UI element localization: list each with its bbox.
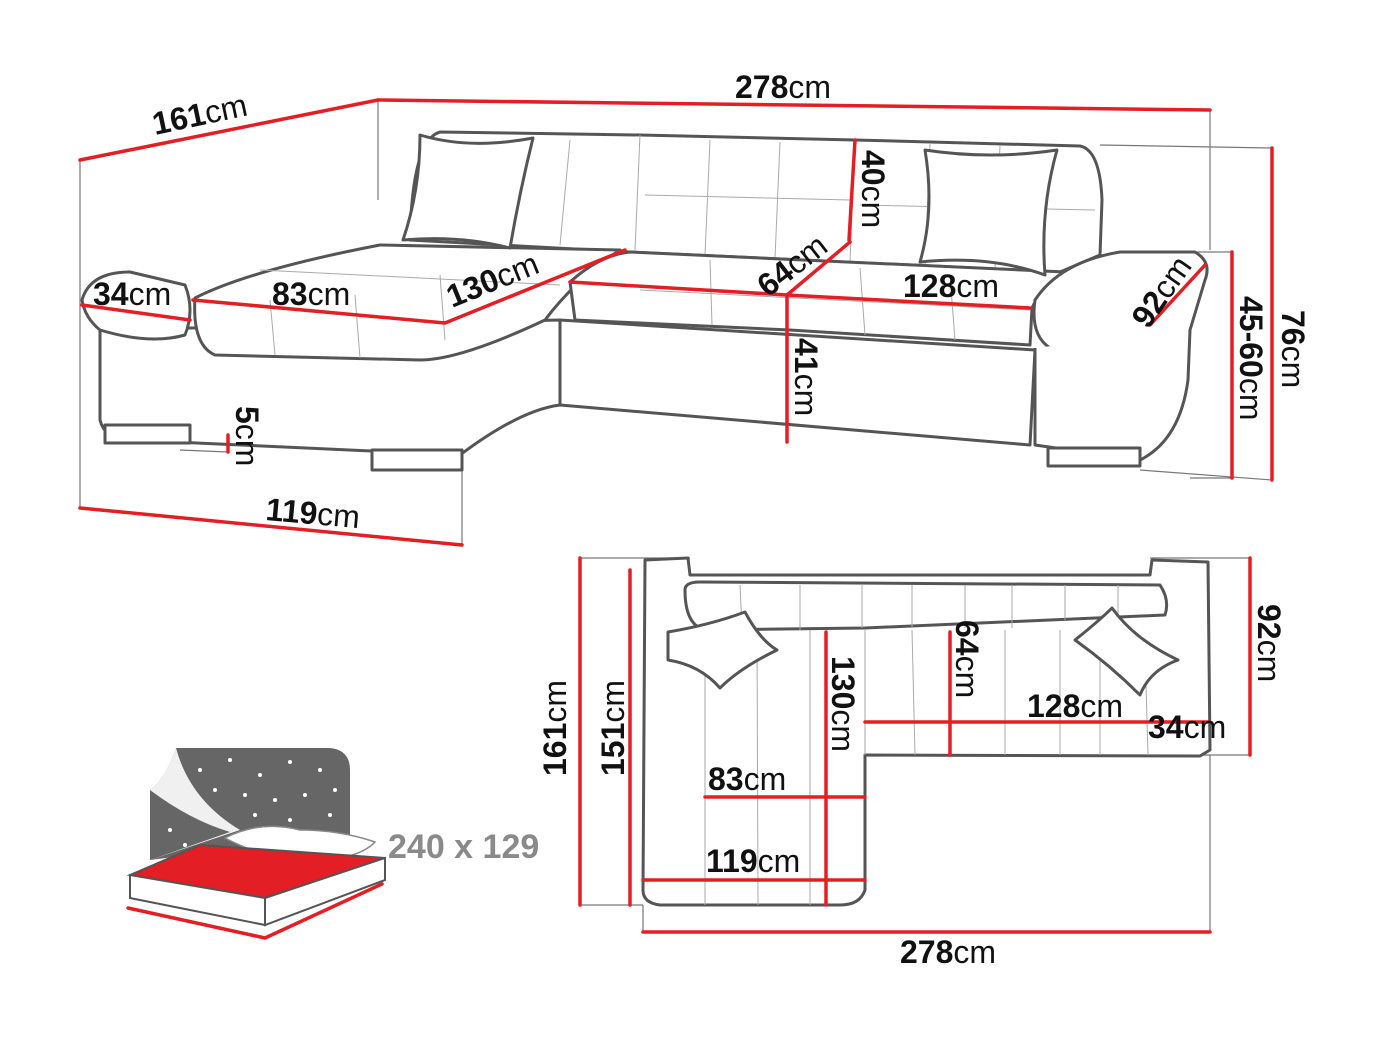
top-depth-inner-label: 151cm [595,680,631,776]
dim-backrest-height-label: 40cm [855,150,891,228]
pillow-left [401,133,535,250]
top-seat-depth-label: 64cm [949,620,985,698]
sofa-top-view [580,556,1250,932]
dim-armrest-height-label: 45-60cm [1233,296,1269,421]
dim-total-height-label: 76cm [1275,310,1311,388]
chaise-cushion [193,243,622,362]
top-pillow-left [666,610,779,690]
stars [168,758,337,847]
top-pillow-right [1073,606,1180,697]
pillow-right [918,148,1059,277]
dim-depth-label: 161cm [149,87,250,142]
dim-chaise-total-label: 119cm [264,491,361,535]
leg [1046,446,1142,468]
top-chaise-width-label: 83cm [708,761,786,797]
guide-lines [79,100,1273,545]
top-width-label: 278cm [900,934,996,970]
left-armrest [80,270,192,341]
bed-size-label: 240 x 129 [388,828,539,866]
top-view-outline [641,556,1212,907]
bed-function-icon [126,748,386,940]
dim-seat-height-label: 41cm [788,338,824,416]
top-chaise-length-label: 130cm [825,656,861,752]
top-depth-total-label: 161cm [537,680,573,776]
top-chaise-total-label: 119cm [706,843,800,879]
top-view-dimension-lines [578,556,1252,934]
dim-seat-width-label: 128cm [903,268,999,304]
sofa-perspective [79,100,1273,545]
dim-leg-height-label: 5cm [229,406,265,466]
leg [370,448,464,472]
dim-chaise-width-label: 83cm [272,276,350,312]
top-arm-width-label: 34cm [1148,709,1226,745]
right-armrest [1032,250,1209,354]
top-back-depth-label: 92cm [1251,604,1287,682]
perspective-dimension-lines [78,98,1274,547]
leg [103,423,192,445]
dim-width-label: 278cm [735,69,831,105]
dim-left-arm-label: 34cm [93,276,171,312]
top-seat-width-label: 128cm [1027,688,1123,724]
